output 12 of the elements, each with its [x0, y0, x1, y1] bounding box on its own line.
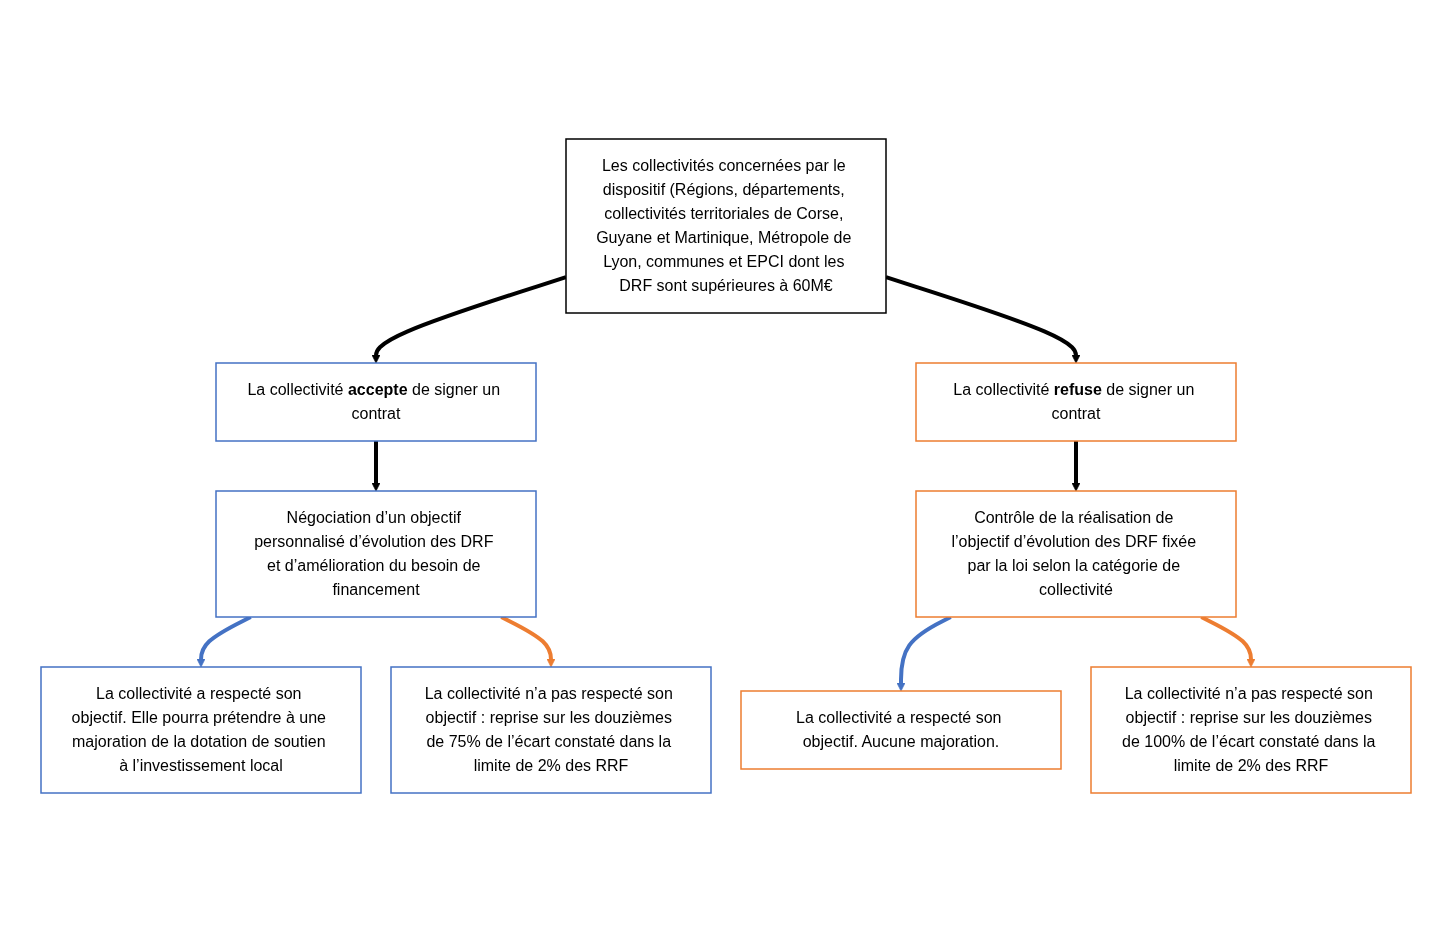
node-box: La collectivité refuse de signer un contrat: [915, 362, 1237, 442]
node-box: Les collectivités concernées par le dispositif (Régions, départements, collectivités territoriales de Corse, Guyane et Martinique, Métropole de Lyon, communes et EPCI dont les DRF sont supérieures à 60M€: [565, 138, 887, 314]
node-box: La collectivité n’a pas respecté son objectif : reprise sur les douzièmes de 100% de l’écart constaté dans la limite de 2% des RRF: [1090, 666, 1412, 794]
node-box: La collectivité accepte de signer un contrat: [215, 362, 537, 442]
arrow: [371, 441, 381, 492]
arrow: [371, 275, 567, 364]
node-box: Contrôle de la réalisation de l’objectif d’évolution des DRF fixée par la loi selon la catégorie de collectivité: [915, 490, 1237, 618]
arrow: [1071, 441, 1081, 492]
node-box: La collectivité a respecté son objectif. Elle pourra prétendre à une majoration de la dotation de soutien à l’investissement local: [40, 666, 362, 794]
node-box: La collectivité n’a pas respecté son objectif : reprise sur les douzièmes de 75% de l’écart constaté dans la limite de 2% des RRF: [390, 666, 712, 794]
node-box: Négociation d’un objectif personnalisé d’évolution des DRF et d’amélioration du besoin de financement: [215, 490, 537, 618]
node-box: La collectivité a respecté son objectif. Aucune majoration.: [740, 690, 1062, 770]
